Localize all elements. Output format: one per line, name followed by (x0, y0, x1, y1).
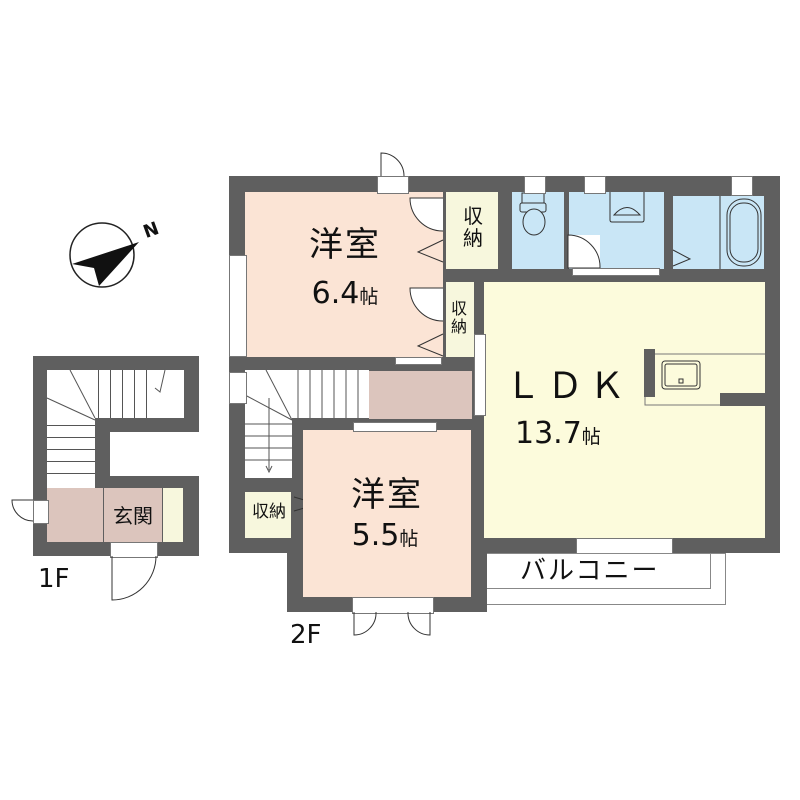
room-ldk (484, 282, 765, 538)
room-entrance-hall (47, 488, 103, 542)
room-storage-2 (446, 282, 474, 357)
compass: N (64, 216, 162, 296)
1f-stairs-lower (47, 370, 95, 488)
room-storage-1 (446, 192, 498, 269)
room-size-ldk: 13.7帖 (515, 416, 601, 451)
stair-tread (110, 370, 111, 418)
room-size-western-2: 5.5帖 (351, 518, 419, 553)
washroom-window[interactable] (584, 176, 606, 194)
room-label-storage-1: 収納 (463, 204, 483, 250)
room-label-storage-2: 収納 (450, 299, 467, 336)
room-label-balcony: バルコニー (520, 556, 660, 586)
room-entrance (104, 488, 162, 542)
room-label-western-2: 洋室 (351, 475, 423, 515)
ldk-hall-door[interactable] (474, 334, 486, 416)
north-arrow-icon (69, 222, 139, 288)
stair-tread (98, 370, 99, 418)
stair-tread (134, 370, 135, 418)
western-1-sliding-door[interactable] (395, 357, 442, 365)
room-western-1 (245, 192, 443, 357)
1f-void (110, 432, 199, 476)
toilet-window[interactable] (524, 176, 546, 194)
balcony-inner-line (487, 553, 711, 589)
2f-cutout-left (229, 553, 287, 613)
western-2-sliding-door[interactable] (353, 422, 437, 432)
western-1-balcony-door[interactable] (377, 176, 409, 194)
room-label-western-1: 洋室 (309, 225, 381, 265)
stairs-window[interactable] (229, 372, 247, 404)
door-swing-icon (111, 555, 157, 601)
floor-label-1f: 1F (38, 564, 70, 594)
room-balcony (487, 553, 726, 605)
stair-winder-lines (46, 369, 166, 421)
stair-tread (146, 370, 147, 418)
stair-tread (47, 437, 95, 438)
bathroom-window[interactable] (731, 176, 753, 196)
room-western-2 (303, 430, 471, 597)
room-hall (369, 371, 472, 419)
door-swing-icon (11, 499, 34, 522)
stair-tread (47, 425, 95, 426)
western-2-window-door[interactable] (352, 597, 434, 614)
stair-tread (122, 370, 123, 418)
room-storage-3 (245, 492, 291, 538)
room-label-entrance: 玄関 (113, 504, 153, 528)
wash-sliding-door[interactable] (572, 268, 660, 276)
1f-front-door[interactable] (110, 542, 158, 558)
stair-tread (47, 461, 95, 462)
room-label-ldk: ＬＤＫ (505, 366, 632, 407)
shoe-storage (163, 488, 183, 542)
western-1-window[interactable] (229, 255, 247, 357)
stair-tread (47, 473, 95, 474)
floor-label-2f: 2F (290, 620, 322, 650)
1f-side-door[interactable] (33, 500, 49, 524)
room-label-storage-3: 収納 (252, 502, 286, 522)
room-size-western-1: 6.4帖 (311, 276, 379, 311)
stair-tread (47, 449, 95, 450)
